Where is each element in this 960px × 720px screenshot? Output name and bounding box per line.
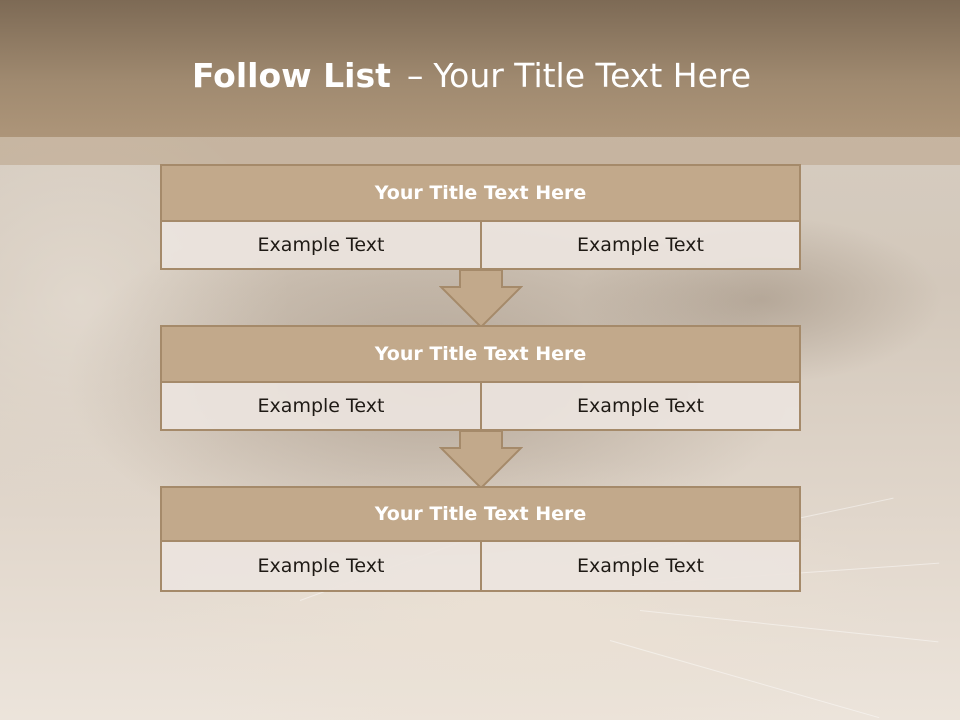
step-block: Your Title Text Here Example Text Exampl… [160, 325, 801, 433]
header-strip [0, 137, 960, 165]
step-block: Your Title Text Here Example Text Exampl… [160, 164, 801, 272]
step-row: Example Text Example Text [160, 220, 801, 270]
slide-title-bold: Follow List [191, 56, 391, 95]
down-arrow-icon [439, 430, 523, 490]
step-left-cell: Example Text [160, 540, 482, 592]
step-title: Your Title Text Here [160, 486, 801, 542]
step-block: Your Title Text Here Example Text Exampl… [160, 486, 801, 592]
step-title: Your Title Text Here [160, 164, 801, 222]
whisker-line [639, 610, 939, 643]
step-left-cell: Example Text [160, 220, 482, 270]
step-right-cell: Example Text [480, 540, 801, 592]
slide-title-rest: Your Title Text Here [433, 56, 752, 95]
slide-title: Follow List–Your Title Text Here [0, 54, 943, 98]
step-right-cell: Example Text [480, 220, 801, 270]
whisker-line [609, 640, 880, 719]
step-title: Your Title Text Here [160, 325, 801, 383]
step-right-cell: Example Text [480, 381, 801, 431]
step-row: Example Text Example Text [160, 540, 801, 592]
slide-title-separator: – [406, 56, 424, 95]
slide-header [0, 0, 960, 137]
step-row: Example Text Example Text [160, 381, 801, 431]
down-arrow-icon [439, 269, 523, 329]
step-left-cell: Example Text [160, 381, 482, 431]
